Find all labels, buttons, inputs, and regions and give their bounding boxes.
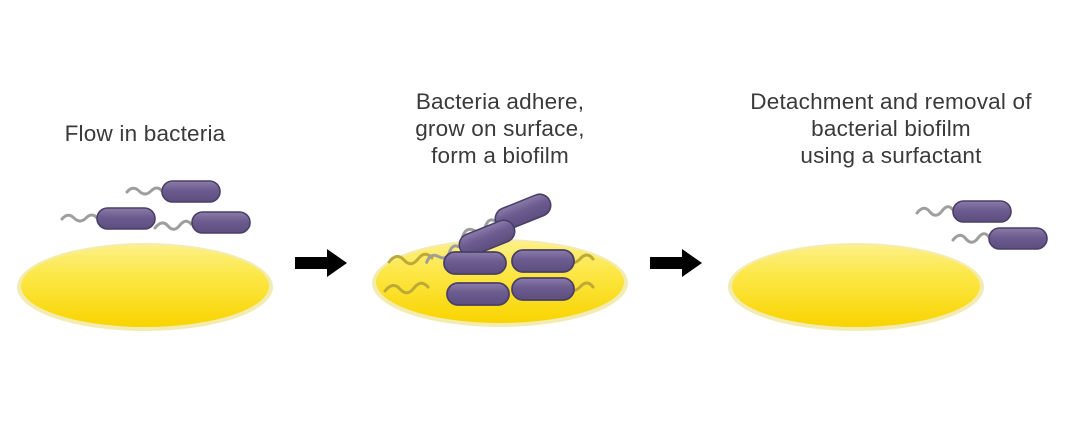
bacterium xyxy=(125,180,221,203)
bacterium xyxy=(446,282,510,306)
stage-2-panel: Bacteria adhere, grow on surface, form a… xyxy=(355,0,645,440)
arrow-stage2-to-stage3 xyxy=(650,249,702,277)
bacterium xyxy=(951,227,1048,250)
bacterium xyxy=(511,277,575,301)
stage-3-panel: Detachment and removal of bacterial biof… xyxy=(710,0,1072,440)
bacterium xyxy=(915,200,1012,223)
surface-ellipse xyxy=(17,243,273,331)
stage-3-caption: Detachment and removal of bacterial biof… xyxy=(750,89,1032,168)
stage-1-illustration xyxy=(17,180,273,331)
bacterium xyxy=(153,211,251,234)
bacterium xyxy=(511,249,575,273)
bacterium xyxy=(443,251,507,275)
stage-1-caption: Flow in bacteria xyxy=(64,121,226,146)
arrow-stage1-to-stage2 xyxy=(295,249,347,277)
stage-2-illustration xyxy=(372,193,628,327)
surface-ellipse xyxy=(728,243,984,331)
stage-2-caption: Bacteria adhere, grow on surface, form a… xyxy=(415,89,585,168)
bacterium xyxy=(60,207,156,230)
stage-3-illustration xyxy=(728,200,1048,331)
stage-1-panel: Flow in bacteria xyxy=(0,0,290,440)
